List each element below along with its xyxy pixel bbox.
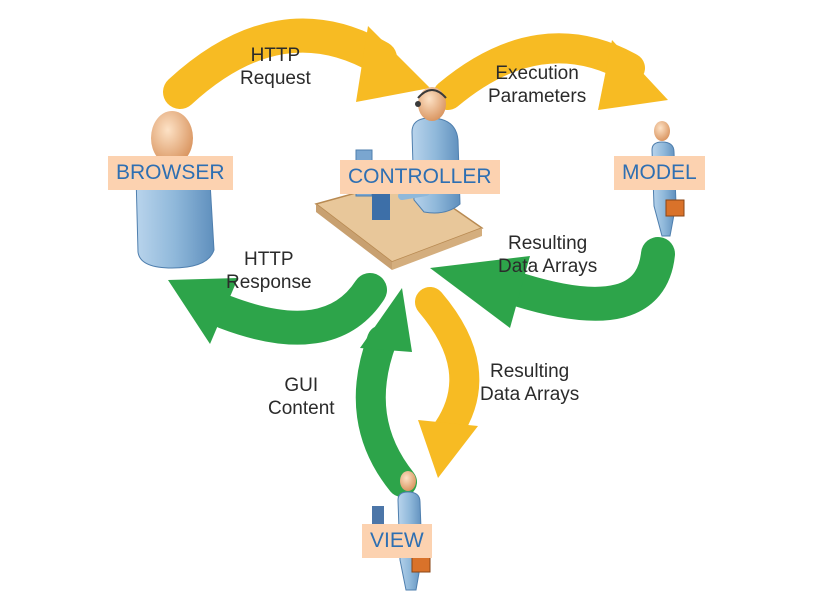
http-response-line-1: HTTP bbox=[243, 249, 294, 270]
view-label: VIEW bbox=[362, 524, 432, 558]
gui-content-arrow bbox=[355, 288, 417, 497]
http-request-label: HTTP Request bbox=[240, 44, 311, 90]
controller-label: CONTROLLER bbox=[340, 160, 500, 194]
gui-content-line-2: Content bbox=[268, 398, 335, 419]
resulting-data-view-line-2: Data Arrays bbox=[480, 384, 580, 405]
http-response-line-2: Response bbox=[226, 272, 312, 293]
execution-parameters-label: Execution Parameters bbox=[488, 62, 586, 108]
resulting-data-model-arrow bbox=[430, 237, 675, 328]
resulting-data-view-label: Resulting Data Arrays bbox=[480, 360, 579, 406]
http-request-line-1: HTTP bbox=[250, 45, 301, 66]
http-response-label: HTTP Response bbox=[226, 248, 312, 294]
http-request-arrow bbox=[163, 18, 430, 109]
http-request-line-2: Request bbox=[240, 68, 311, 89]
gui-content-line-1: GUI bbox=[284, 375, 319, 396]
resulting-data-model-line-1: Resulting bbox=[508, 233, 588, 254]
execution-parameters-line-1: Execution bbox=[495, 63, 579, 84]
resulting-data-view-arrow bbox=[415, 287, 480, 478]
resulting-data-model-line-2: Data Arrays bbox=[498, 256, 598, 277]
resulting-data-model-label: Resulting Data Arrays bbox=[498, 232, 597, 278]
gui-content-label: GUI Content bbox=[268, 374, 335, 420]
http-response-arrow bbox=[168, 273, 387, 345]
execution-parameters-arrow bbox=[433, 33, 668, 110]
resulting-data-view-line-1: Resulting bbox=[490, 361, 570, 382]
model-label: MODEL bbox=[614, 156, 705, 190]
execution-parameters-line-2: Parameters bbox=[488, 86, 587, 107]
browser-label: BROWSER bbox=[108, 156, 233, 190]
